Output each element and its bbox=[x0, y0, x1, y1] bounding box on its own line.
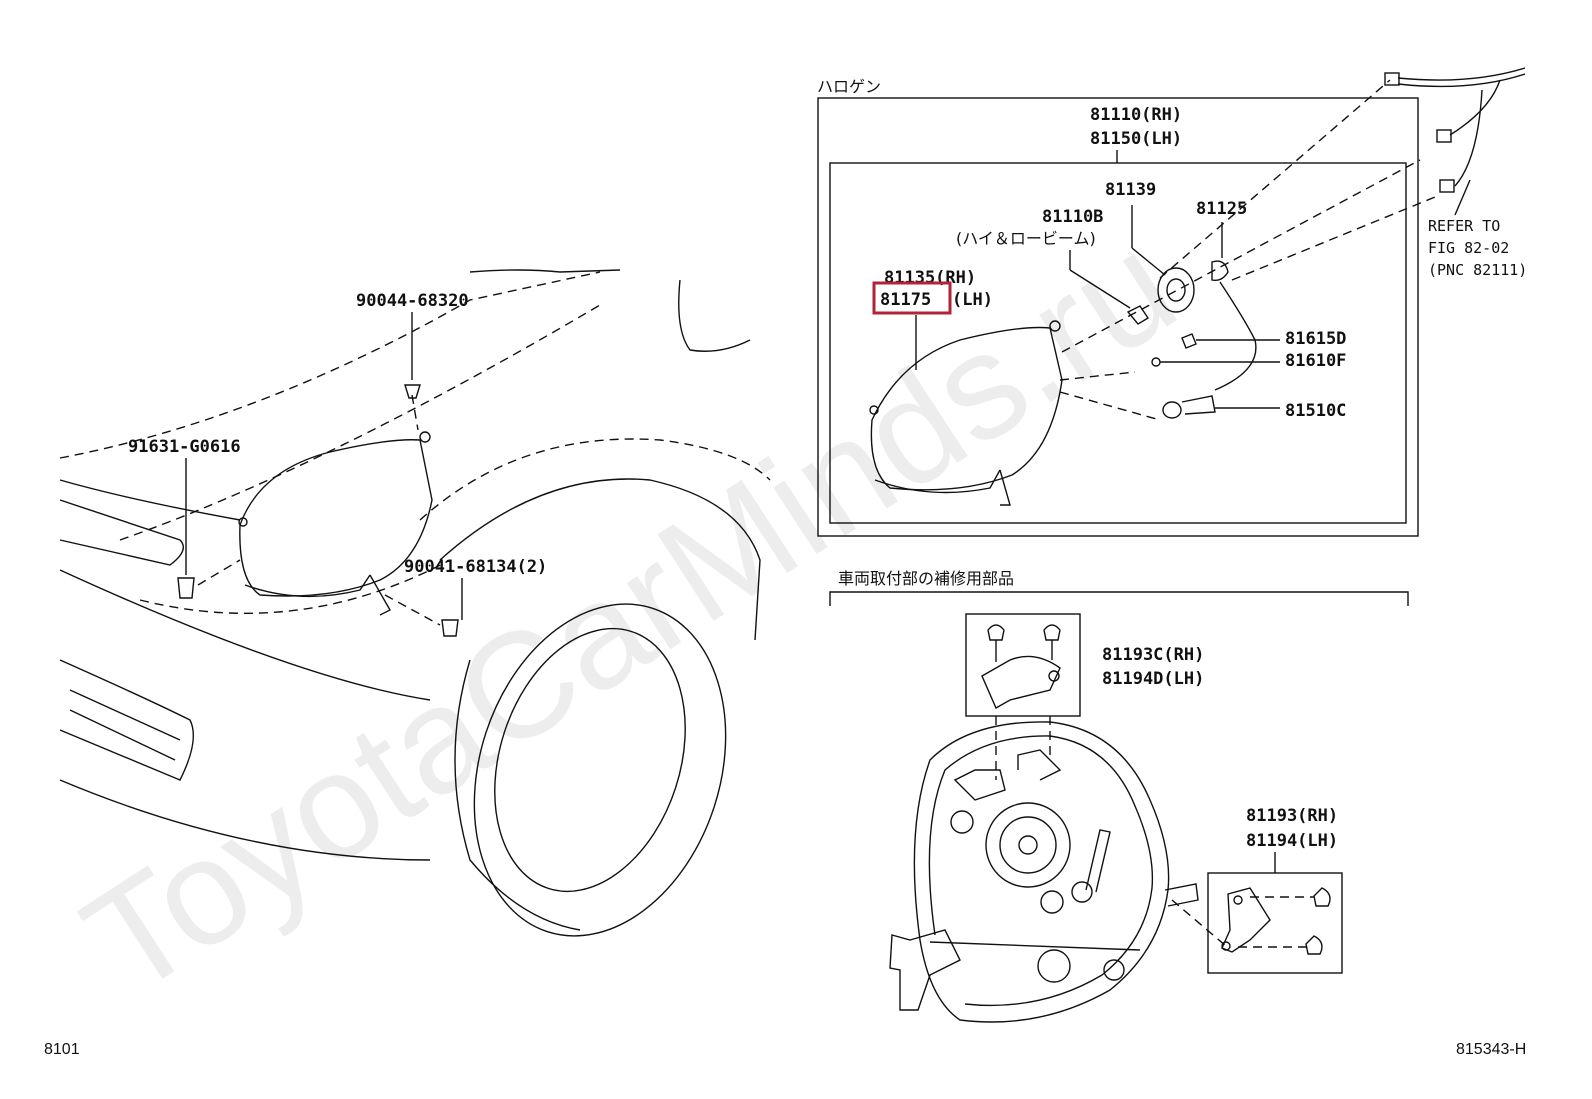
part-label-81110-rh: 81110(RH) bbox=[1090, 105, 1182, 125]
part-label-81175-lh-suffix: (LH) bbox=[952, 290, 993, 310]
part-label-90041-68134: 90041-68134(2) bbox=[404, 557, 547, 577]
part-label-81135-rh: 81135(RH) bbox=[884, 268, 976, 288]
part-label-81510c: 81510C bbox=[1285, 401, 1346, 421]
part-label-81615d: 81615D bbox=[1285, 329, 1346, 349]
part-note-hi-lo-beam: (ハイ＆ロービーム) bbox=[956, 229, 1096, 248]
part-label-81194-lh: 81194(LH) bbox=[1246, 831, 1338, 851]
part-label-81150-lh: 81150(LH) bbox=[1090, 129, 1182, 149]
refer-line-3: (PNC 82111) bbox=[1428, 261, 1527, 279]
highlight-box-81175[interactable] bbox=[872, 281, 952, 315]
halogen-box-title: ハロゲン bbox=[817, 77, 881, 96]
part-label-81194d-lh: 81194D(LH) bbox=[1102, 669, 1204, 689]
headlamp-housing-rear-drawing bbox=[889, 624, 1331, 1023]
repair-box-title: 車両取付部の補修用部品 bbox=[838, 569, 1014, 588]
part-label-90044-68320: 90044-68320 bbox=[356, 291, 469, 311]
halogen-inner-box bbox=[829, 162, 1407, 524]
footer-page-number: 8101 bbox=[44, 1041, 80, 1058]
part-label-81610f: 81610F bbox=[1285, 351, 1346, 371]
headlamp-assembly-drawing bbox=[869, 67, 1526, 506]
repair-bracket bbox=[829, 591, 1409, 606]
part-label-81175[interactable]: 81175 bbox=[880, 290, 931, 310]
footer-figure-code: 815343-H bbox=[1456, 1041, 1526, 1058]
left-leaders bbox=[177, 312, 463, 637]
detail-box-81193c bbox=[965, 613, 1081, 717]
part-label-81110b: 81110B bbox=[1042, 207, 1103, 227]
car-body-outline bbox=[59, 269, 771, 937]
part-label-81193c-rh: 81193C(RH) bbox=[1102, 645, 1204, 665]
refer-line-2: FIG 82-02 bbox=[1428, 239, 1509, 257]
refer-line-1: REFER TO bbox=[1428, 217, 1500, 235]
halogen-outer-box bbox=[817, 97, 1419, 537]
part-label-81193-rh: 81193(RH) bbox=[1246, 806, 1338, 826]
part-label-81139: 81139 bbox=[1105, 180, 1156, 200]
part-label-91631-G0616: 91631-G0616 bbox=[128, 437, 241, 457]
